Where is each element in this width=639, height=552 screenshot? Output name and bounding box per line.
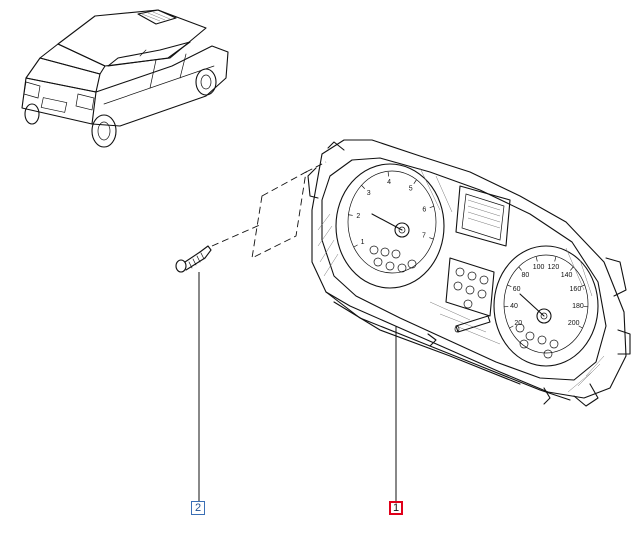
- dial-tick-label: 60: [513, 286, 521, 293]
- dial-tick-label: 4: [387, 179, 391, 186]
- dial-tick-mark: [348, 214, 353, 216]
- warning-lamp-panel: [445, 257, 495, 317]
- dial-tick-label: 3: [367, 190, 371, 197]
- dial-tick-mark: [509, 325, 514, 329]
- speedometer-lamps: [369, 245, 417, 273]
- trip-reset-stalk: [454, 315, 491, 333]
- dial-tick-mark: [361, 185, 365, 189]
- dial-tick-mark: [429, 237, 434, 240]
- screw: [175, 245, 212, 273]
- dial-tick-label: 2: [356, 213, 360, 220]
- dial-tick-mark: [429, 205, 435, 208]
- speedometer-ticks: 1 2 3 4 5 6 7: [348, 171, 435, 248]
- dial-tick-mark: [554, 256, 557, 262]
- dial-tick-mark: [518, 266, 522, 271]
- dial-tick-mark: [507, 284, 512, 287]
- dial-tick-label: 200: [568, 320, 580, 327]
- dial-tick-mark: [353, 244, 358, 248]
- dial-tick-mark: [580, 284, 585, 287]
- dial-tick-label: 7: [422, 233, 426, 240]
- dial-tick-label: 40: [510, 303, 518, 310]
- dial-tick-label: 120: [548, 264, 560, 271]
- dial-tick-label: 6: [422, 206, 426, 213]
- dial-tick-label: 80: [522, 272, 530, 279]
- dial-tick-label: 140: [561, 272, 573, 279]
- dial-tick-label: 5: [409, 186, 413, 193]
- callout-2-label[interactable]: 2: [191, 501, 205, 515]
- dial-tick-mark: [535, 256, 538, 262]
- dial-tick-label: 160: [570, 286, 582, 293]
- dial-tick-mark: [413, 179, 417, 184]
- instrument-cluster: 1 2 3 4 5 6 7: [307, 139, 631, 407]
- odometer-display: [455, 185, 511, 247]
- dial-tick-mark: [578, 325, 583, 329]
- speedometer: 1 2 3 4 5 6 7: [335, 163, 445, 289]
- dial-tick-mark: [570, 266, 574, 271]
- callout-1-label[interactable]: 1: [389, 501, 403, 515]
- dial-tick-label: 1: [361, 239, 365, 246]
- dial-tick-label: 20: [514, 320, 522, 327]
- dial-tick-label: 180: [572, 303, 584, 310]
- insertion-path: [211, 161, 327, 259]
- tachometer-lamps: [515, 323, 559, 359]
- car-thumbnail: [21, 9, 229, 148]
- dial-tick-label: 100: [533, 264, 545, 271]
